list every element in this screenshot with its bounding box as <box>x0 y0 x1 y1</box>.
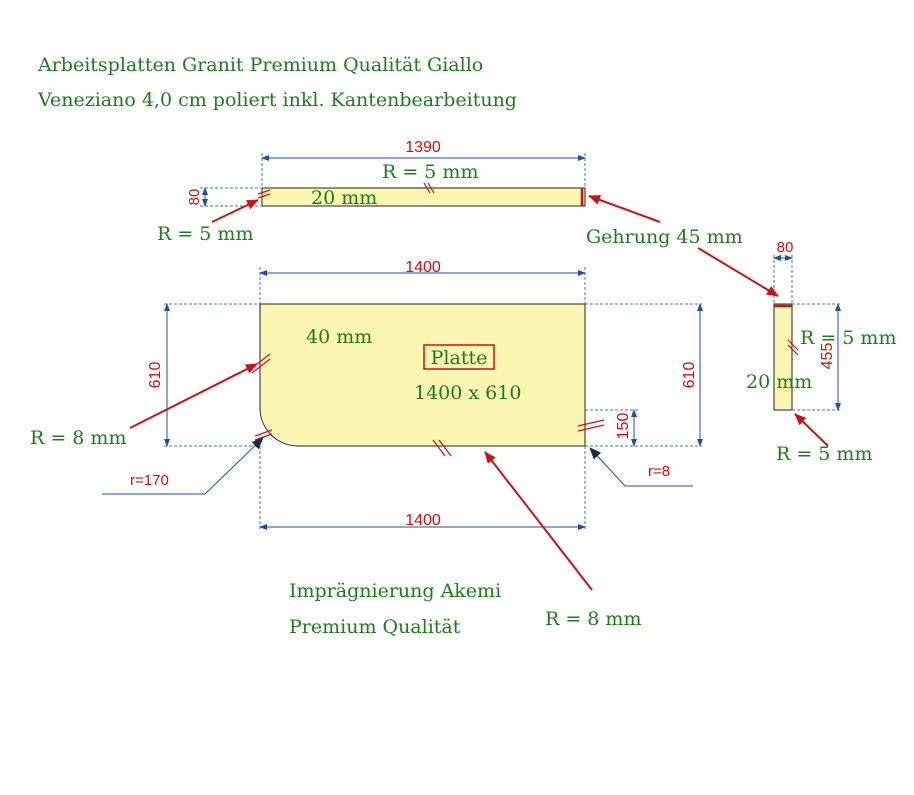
edge-mark <box>427 182 435 194</box>
dimension-label-80-side: 80 <box>777 239 794 256</box>
plate-size-label: 1400 x 610 <box>414 382 521 404</box>
edge-mark <box>257 189 271 195</box>
main-plate-thickness-label: 40 mm <box>306 326 372 348</box>
top-strip-radius-label: R = 5 mm <box>382 161 478 183</box>
dimension-label-1400-bottom: 1400 <box>405 512 441 529</box>
side-strip-thickness-label: 20 mm <box>746 371 812 393</box>
top-strip-group: 1390 80 R = 5 mm 20 mm R = 5 mm Gehrung … <box>157 139 743 248</box>
leader-arrow-side-bottom <box>794 413 829 447</box>
edge-mark <box>787 344 799 356</box>
leader-arrow-miter <box>588 195 661 223</box>
edge-mark <box>438 439 452 457</box>
leader-arrow-strip-left <box>211 199 259 223</box>
leader-r170 <box>102 437 264 495</box>
dimension-label-80-strip: 80 <box>186 189 203 206</box>
edge-mark <box>432 439 446 457</box>
side-strip-radius-label: R = 5 mm <box>800 327 896 349</box>
note-line-1: Imprägnierung Akemi <box>289 580 501 602</box>
main-plate-group: 1400 610 610 150 1400 40 mm Platte 1400 … <box>30 259 703 630</box>
dimension-label-610-right: 610 <box>681 362 698 389</box>
top-strip-thickness-label: 20 mm <box>311 187 377 209</box>
top-strip-left-radius-label: R = 5 mm <box>157 223 253 245</box>
edge-mark <box>787 339 799 351</box>
leader-r8 <box>589 447 693 487</box>
leader-arrow-plate-left <box>129 363 258 429</box>
side-strip-group: 80 455 R = 5 mm 20 mm R = 5 mm <box>697 239 896 465</box>
edge-mark <box>257 193 271 199</box>
dimension-label-610-left: 610 <box>147 362 164 389</box>
dimension-label-1390: 1390 <box>405 139 441 156</box>
plate-left-radius-label: R = 8 mm <box>30 427 126 449</box>
dimension-label-455: 455 <box>819 343 836 370</box>
edge-mark <box>254 429 273 437</box>
dimension-label-150: 150 <box>615 413 632 440</box>
leader-arrow-plate-bottom <box>484 451 593 591</box>
corner-radius-left-label: r=170 <box>130 472 169 489</box>
note-line-2: Premium Qualität <box>289 616 461 638</box>
edge-mark <box>577 424 605 432</box>
leader-arrow-miter-side <box>697 247 779 297</box>
edge-mark <box>423 182 431 194</box>
miter-label: Gehrung 45 mm <box>586 226 743 248</box>
side-strip-plate <box>773 303 793 411</box>
corner-radius-right-label: r=8 <box>648 463 670 480</box>
plate-label-box <box>423 344 495 370</box>
title-line-2: Veneziano 4,0 cm poliert inkl. Kantenbea… <box>37 89 517 111</box>
plate-bottom-radius-label: R = 8 mm <box>545 608 641 630</box>
main-plate-shape <box>259 303 586 447</box>
plate-label: Platte <box>431 347 488 369</box>
dimension-label-1400-top: 1400 <box>405 259 441 276</box>
edge-mark <box>577 419 605 427</box>
side-strip-bottom-radius-label: R = 5 mm <box>776 443 872 465</box>
title-line-1: Arbeitsplatten Granit Premium Qualität G… <box>37 54 483 76</box>
